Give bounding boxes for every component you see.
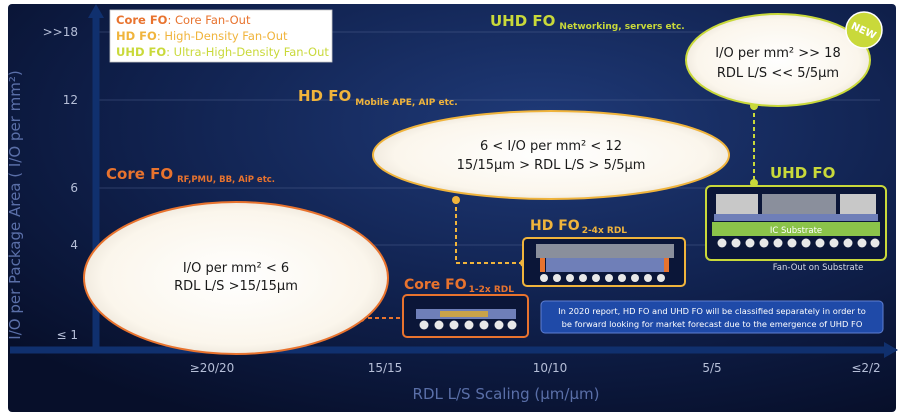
x-tick-label: 5/5 — [702, 361, 721, 375]
note-line2: be forward looking for market forecast d… — [562, 319, 863, 329]
core-bubble: I/O per mm² < 6 RDL L/S >15/15µm — [83, 201, 389, 355]
ic-substrate-label: IC Substrate — [770, 226, 822, 236]
x-tick-label: ≥20/20 — [190, 361, 235, 375]
core-bubble-line2: RDL L/S >15/15µm — [174, 279, 298, 294]
uhd-bubble-line1: I/O per mm² >> 18 — [715, 46, 840, 61]
legend-core-desc: : Core Fan-Out — [167, 13, 251, 27]
y-tick-label: 6 — [70, 181, 78, 195]
legend-hd-desc: : High-Density Fan-Out — [157, 29, 288, 43]
hd-bubble-line1: 6 < I/O per mm² < 12 — [480, 139, 622, 154]
uhd-bubble: I/O per mm² >> 18 RDL L/S << 5/5µm NEW — [685, 11, 883, 107]
legend-uhd-abbr: UHD FO — [116, 45, 166, 59]
svg-text:HD FO: High-Density Fan-Out: HD FO: High-Density Fan-Out — [116, 29, 288, 43]
uhd-bubble-line2: RDL L/S << 5/5µm — [717, 66, 839, 81]
hd-bubble-line2: 15/15µm > RDL L/S > 5/5µm — [457, 158, 646, 173]
solder-balls — [540, 274, 665, 282]
note-line1: In 2020 report, HD FO and UHD FO will be… — [558, 306, 866, 316]
uhd-package-illustration: UHD FO IC Substrate Fan-Out on Substrate — [705, 164, 887, 273]
report-note: In 2020 report, HD FO and UHD FO will be… — [540, 300, 884, 334]
uhd-package-title: UHD FO — [770, 164, 835, 182]
core-bubble-line1: I/O per mm² < 6 — [183, 261, 289, 276]
x-axis-label: RDL L/S Scaling (µm/µm) — [413, 385, 600, 403]
legend-uhd-desc: : Ultra-High-Density Fan-Out — [166, 45, 329, 59]
legend: Core FO: Core Fan-Out HD FO: High-Densit… — [109, 9, 333, 63]
y-tick-label: >>18 — [43, 25, 78, 39]
legend-hd-abbr: HD FO — [116, 29, 157, 43]
y-tick-label: ≤ 1 — [56, 328, 78, 342]
x-tick-label: ≤2/2 — [851, 361, 880, 375]
x-tick-label: 15/15 — [368, 361, 403, 375]
legend-core-abbr: Core FO — [116, 13, 168, 27]
hd-bubble: 6 < I/O per mm² < 12 15/15µm > RDL L/S >… — [372, 110, 730, 200]
solder-balls — [419, 320, 517, 330]
y-tick-label: 12 — [63, 93, 78, 107]
y-axis-label: I/O per Package Area ( I/O per mm²) — [6, 70, 24, 339]
fan-out-on-substrate-caption: Fan-Out on Substrate — [773, 263, 864, 273]
new-badge: NEW — [845, 11, 883, 49]
y-axis-arrow — [88, 4, 104, 18]
x-tick-label: 10/10 — [533, 361, 568, 375]
svg-text:Core FO: Core Fan-Out: Core FO: Core Fan-Out — [116, 13, 251, 27]
x-axis-arrow — [884, 342, 898, 358]
solder-balls — [717, 238, 880, 248]
y-tick-label: 4 — [70, 238, 78, 252]
svg-text:UHD FO: Ultra-High-Density Fan: UHD FO: Ultra-High-Density Fan-Out — [116, 45, 329, 59]
